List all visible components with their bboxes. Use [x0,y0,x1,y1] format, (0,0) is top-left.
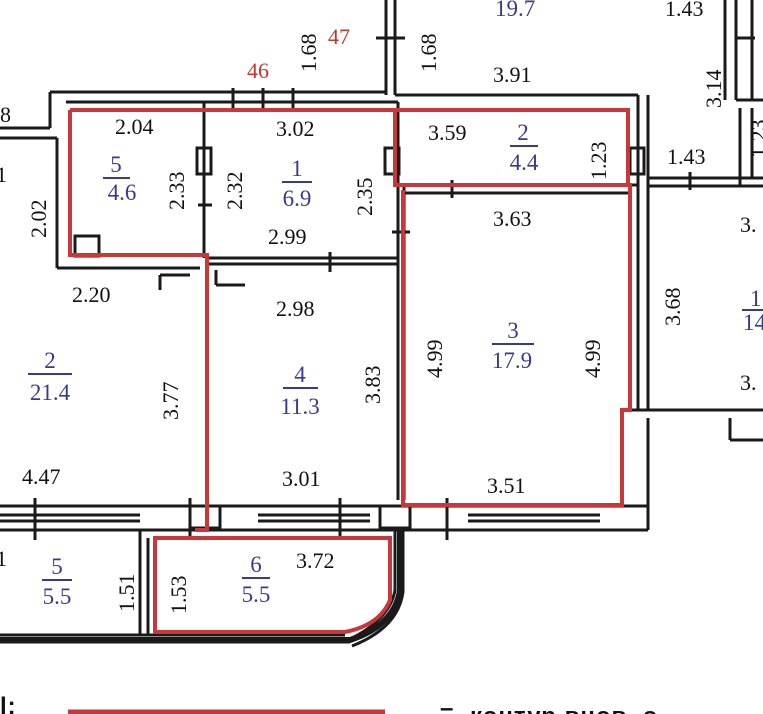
room-5-area: 4.6 [108,180,137,205]
room-labels: 5 4.6 1 6.9 2 4.4 3 17.9 4 11.3 6 5.5 2 … [28,0,763,609]
room-2-large-number: 2 [44,348,56,373]
dim-1-23: 1.23 [586,142,611,181]
dim-2-20: 2.20 [72,282,111,307]
room-2-number: 2 [517,120,529,145]
contour-balcony [153,536,392,634]
dim-1-68-left: 1.68 [296,34,321,73]
dim-1-51: 1.51 [114,574,139,613]
dim-4-99-left: 4.99 [422,340,447,379]
dim-3-68: 3.68 [660,288,685,327]
dim-3-63: 3.63 [493,206,532,231]
dim-right-partial-a: 3. [740,212,757,237]
room-4-area: 11.3 [280,394,319,419]
walls [0,0,763,648]
dim-1-23-right: 1.23 [746,120,763,159]
dim-3-91: 3.91 [493,62,532,87]
room-1-area: 6.9 [283,186,312,211]
dim-2-33: 2.33 [164,172,189,211]
legend-left-fragment: l: [0,693,17,714]
dim-2-32: 2.32 [222,172,247,211]
room-2-large-area: 21.4 [30,380,71,405]
contour-room5 [68,110,209,532]
column [195,146,213,176]
dim-top-right-1-43: 1.43 [665,0,704,21]
room-5-lower-area: 5.5 [43,584,72,609]
left-edge-8: 8 [0,102,11,127]
dim-2-35: 2.35 [352,178,377,217]
dim-3-72: 3.72 [296,548,335,573]
redevelopment-contour [68,108,632,634]
dim-3-59: 3.59 [428,120,467,145]
column [378,504,412,530]
dim-3-77: 3.77 [158,382,183,421]
room-4-number: 4 [294,362,306,387]
red-label-47: 47 [328,24,350,49]
room-5-lower-number: 5 [51,554,63,579]
contour-upper-left [70,108,632,507]
room-3-number: 3 [507,318,519,343]
dimensions: 3.91 2.04 3.02 3.59 1.43 1.43 2.99 3.63 … [0,0,763,614]
room-3-area: 17.9 [492,348,532,373]
dim-3-14: 3.14 [701,70,726,109]
room-5-number: 5 [110,152,122,177]
left-edge-1a: 1 [0,162,7,187]
balcony-outline [0,530,403,643]
dim-3-83: 3.83 [360,366,385,405]
top-room-area: 19.7 [495,0,535,21]
dim-3-01: 3.01 [282,466,321,491]
left-edge-1b: 1 [0,546,7,571]
contour-room2 [395,108,630,185]
legend-text: контур внов. о [470,703,658,714]
dim-4-47: 4.47 [22,464,61,489]
legend: l: – контур внов. о [0,693,658,714]
room-6-area: 5.5 [242,582,271,607]
legend-dash: – [440,695,454,714]
dim-1-53: 1.53 [166,576,191,615]
dim-2-99: 2.99 [268,224,307,249]
dim-1-68-right: 1.68 [416,34,441,73]
room-1-number: 1 [291,156,303,181]
dim-2-02: 2.02 [26,200,51,239]
room-6-number: 6 [250,552,262,577]
wall [351,530,405,648]
dim-2-98: 2.98 [276,296,315,321]
dim-2-04: 2.04 [115,114,154,139]
dim-3-51: 3.51 [487,473,526,498]
column [383,146,401,176]
right-room-number: 1 [750,286,762,311]
room-2-area: 4.4 [510,150,539,175]
dim-right-partial-b: 3. [740,370,757,395]
red-label-46: 46 [247,58,269,83]
right-room-area: 14 [743,310,763,335]
dim-1-43: 1.43 [667,144,706,169]
dim-3-02: 3.02 [276,116,315,141]
dim-4-99-right: 4.99 [580,340,605,379]
